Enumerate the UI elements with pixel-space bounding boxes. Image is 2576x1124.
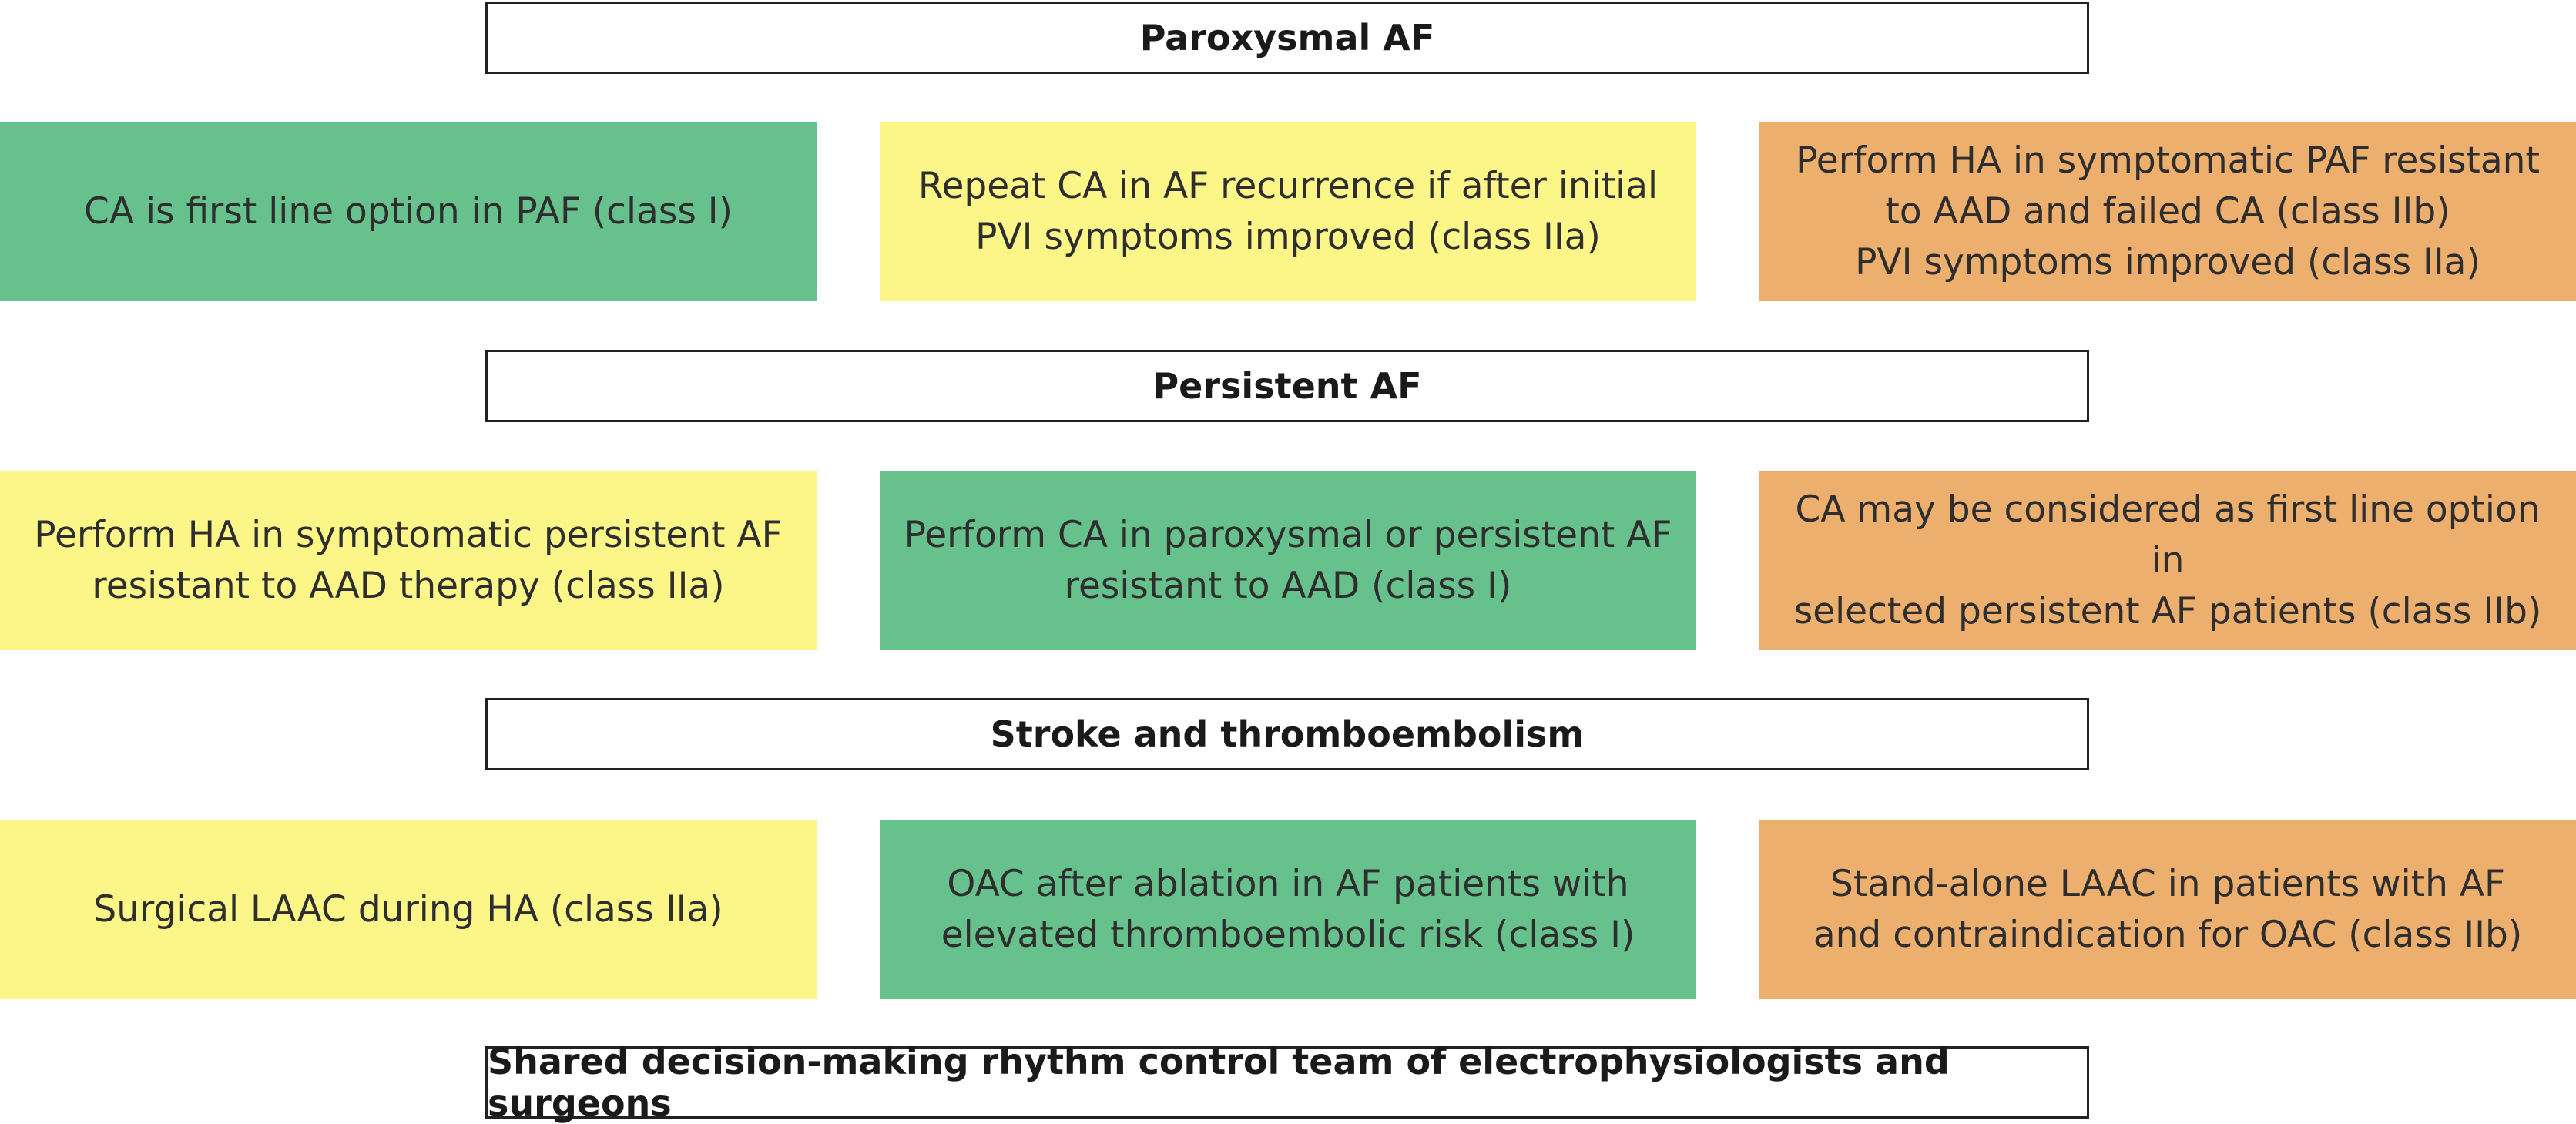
recommendation-text: OAC after ablation in AF patients with e… xyxy=(941,863,1635,956)
recommendation-box: Stand-alone LAAC in patients with AF and… xyxy=(1759,820,2576,999)
recommendation-box: Surgical LAAC during HA (class IIa) xyxy=(0,820,817,999)
section-header-label: Paroxysmal AF xyxy=(1139,17,1435,59)
section-header-stroke-thromboembolism: Stroke and thromboembolism xyxy=(485,698,2089,770)
recommendation-box: Perform HA in symptomatic PAF resistant … xyxy=(1759,122,2576,301)
section-header-label: Persistent AF xyxy=(1152,365,1422,407)
recommendation-box: CA is first line option in PAF (class I) xyxy=(0,122,817,301)
recommendation-text: Perform CA in paroxysmal or persistent A… xyxy=(904,514,1672,607)
recommendation-text: Stand-alone LAAC in patients with AF and… xyxy=(1813,863,2523,956)
recommendation-box: Perform HA in symptomatic persistent AF … xyxy=(0,471,817,650)
section-header-paroxysmal-af: Paroxysmal AF xyxy=(485,2,2089,74)
recommendation-text: CA may be considered as first line optio… xyxy=(1793,488,2542,632)
footer-box: Shared decision-making rhythm control te… xyxy=(485,1041,2089,1124)
section-header-persistent-af: Persistent AF xyxy=(485,350,2089,422)
recommendation-box: Repeat CA in AF recurrence if after init… xyxy=(880,122,1696,301)
recommendation-box: CA may be considered as first line optio… xyxy=(1759,471,2576,650)
recommendation-box: OAC after ablation in AF patients with e… xyxy=(880,820,1696,999)
recommendation-text: Perform HA in symptomatic persistent AF … xyxy=(34,514,783,607)
section-header-label: Stroke and thromboembolism xyxy=(990,713,1585,755)
recommendation-box: Perform CA in paroxysmal or persistent A… xyxy=(880,471,1696,650)
recommendation-text: CA is first line option in PAF (class I) xyxy=(84,190,733,233)
footer-label: Shared decision-making rhythm control te… xyxy=(488,1041,1950,1124)
recommendation-text: Perform HA in symptomatic PAF resistant … xyxy=(1796,139,2540,284)
recommendation-text: Repeat CA in AF recurrence if after init… xyxy=(917,165,1659,258)
recommendation-text: Surgical LAAC during HA (class IIa) xyxy=(93,888,723,931)
